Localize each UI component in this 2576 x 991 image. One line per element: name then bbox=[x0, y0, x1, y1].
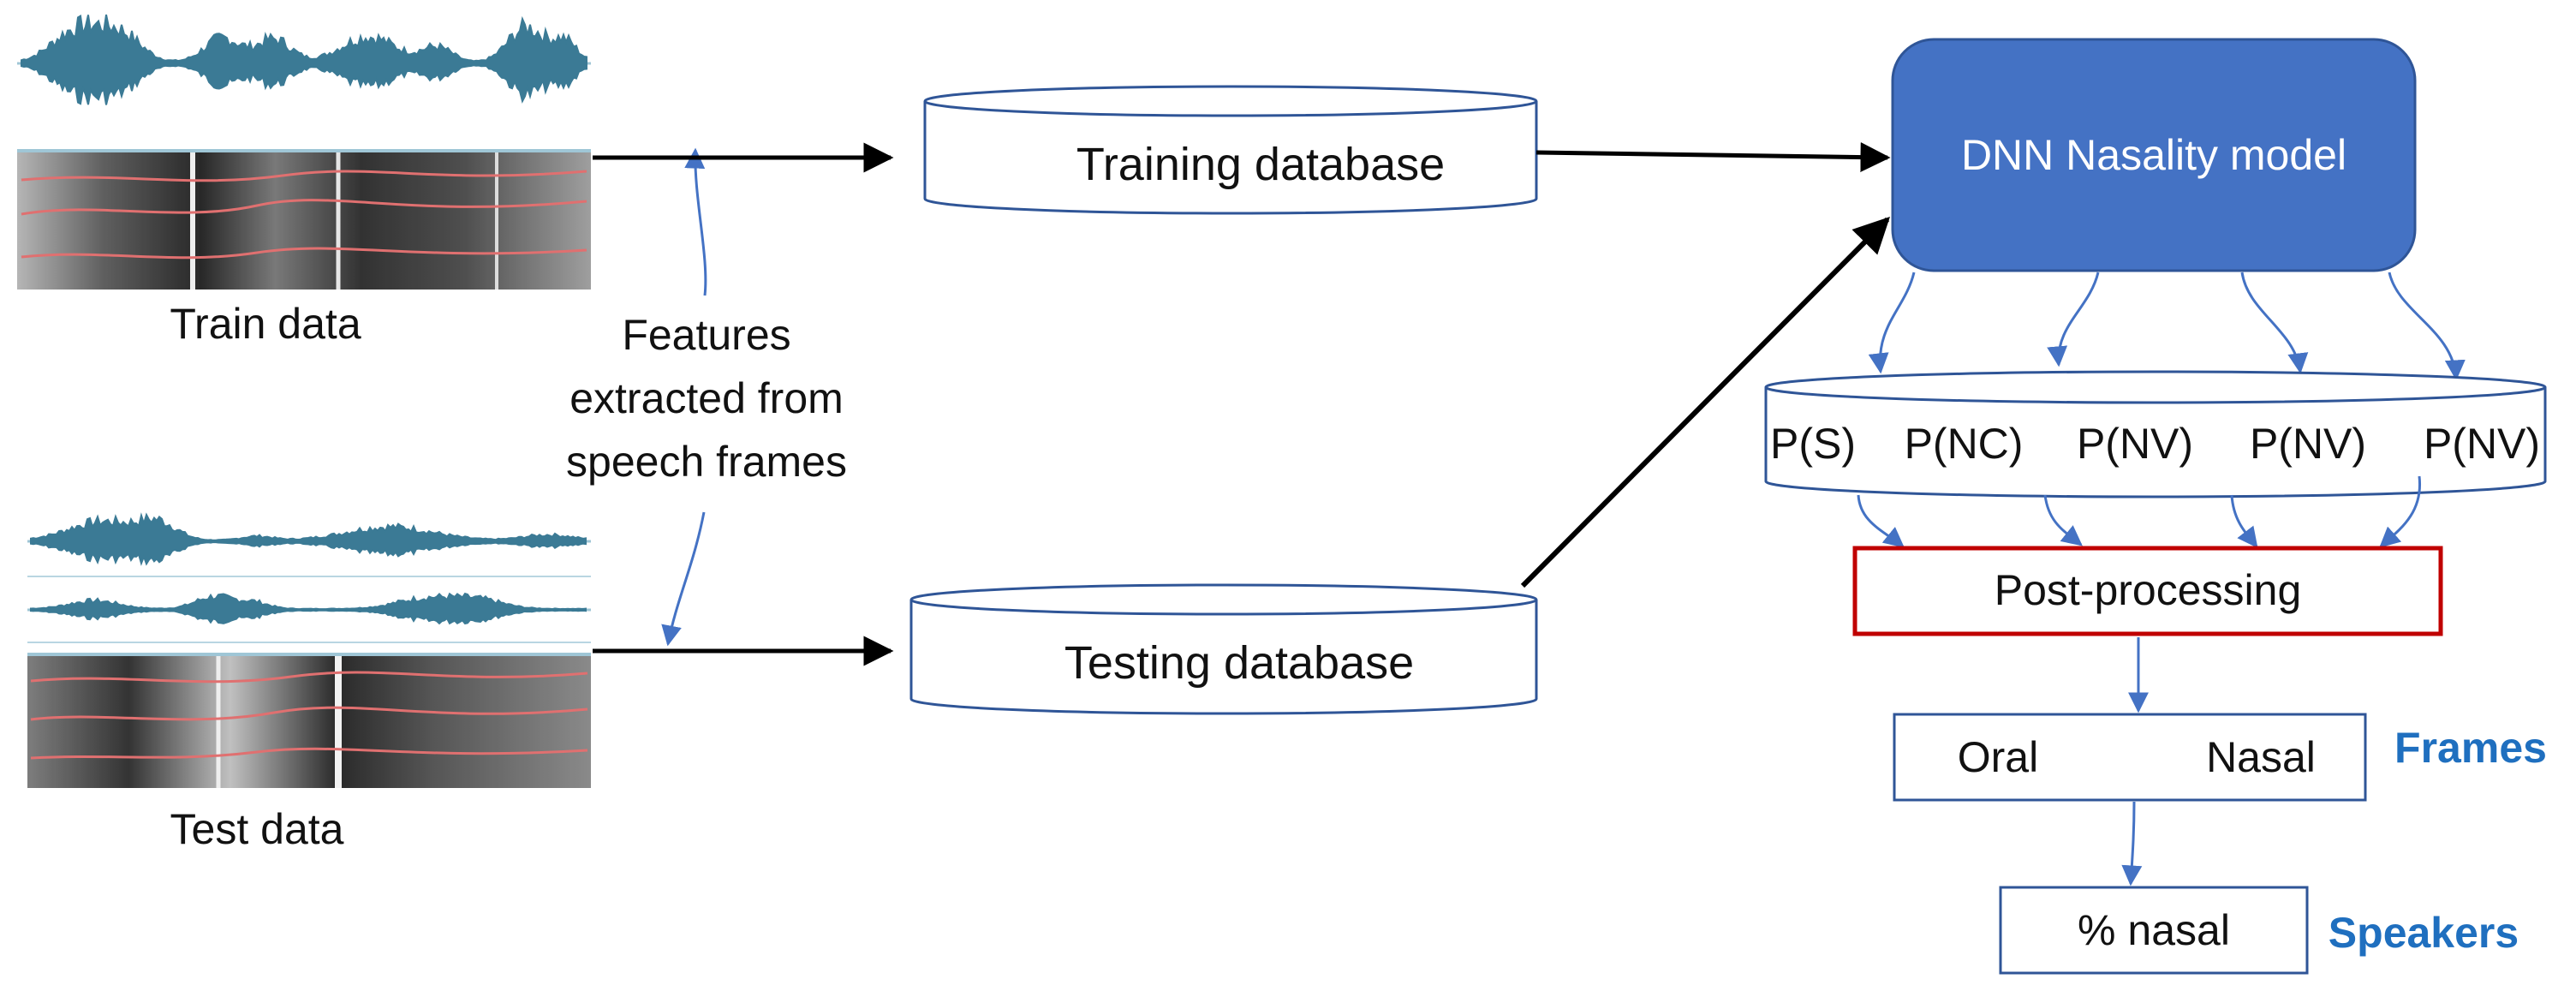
frames-tag: Frames bbox=[2394, 724, 2547, 772]
train-spectrogram bbox=[17, 149, 591, 290]
frames-to-speakers-arrow bbox=[2121, 801, 2143, 887]
post-processing-label: Post-processing bbox=[1995, 566, 2302, 614]
test-spectrogram bbox=[27, 653, 591, 788]
frames-box: Oral Nasal bbox=[1893, 713, 2367, 802]
train-waveform bbox=[17, 14, 591, 105]
features-arrow-up bbox=[684, 147, 707, 296]
dnn-nasality-model: DNN Nasality model bbox=[1891, 38, 2417, 272]
model-to-outputs-arrows bbox=[1868, 272, 2466, 381]
speakers-tag: Speakers bbox=[2329, 909, 2519, 957]
speakers-value-label: % nasal bbox=[2078, 906, 2230, 954]
testing-database: Testing database bbox=[909, 583, 1538, 715]
test-data-label: Test data bbox=[170, 805, 344, 853]
outputs-to-postprocessing-arrows bbox=[1857, 475, 2422, 548]
post-processing-box: Post-processing bbox=[1852, 546, 2443, 636]
output-prob-2: P(NC) bbox=[1905, 420, 2024, 468]
training-to-model-arrow bbox=[1535, 142, 1891, 173]
features-note: Features extracted from speech frames bbox=[566, 311, 847, 486]
training-database-label: Training database bbox=[1076, 139, 1445, 190]
training-database: Training database bbox=[923, 85, 1538, 215]
train-data-label: Train data bbox=[170, 300, 361, 348]
features-note-line-2: extracted from bbox=[569, 374, 844, 422]
output-prob-1: P(S) bbox=[1770, 420, 1856, 468]
features-arrow-down bbox=[661, 511, 706, 647]
output-prob-5: P(NV) bbox=[2424, 420, 2540, 468]
testing-database-label: Testing database bbox=[1064, 637, 1414, 689]
test-waveform bbox=[27, 512, 591, 643]
features-note-line-3: speech frames bbox=[566, 438, 847, 486]
features-note-line-1: Features bbox=[622, 311, 790, 359]
frames-nasal-label: Nasal bbox=[2206, 733, 2316, 781]
output-prob-3: P(NV) bbox=[2077, 420, 2193, 468]
outputs-cylinder: P(S) P(NC) P(NV) P(NV) P(NV) bbox=[1764, 370, 2547, 498]
testing-to-model-arrow bbox=[1520, 217, 1890, 588]
dnn-model-label: DNN Nasality model bbox=[1961, 131, 2346, 179]
frames-oral-label: Oral bbox=[1958, 733, 2038, 781]
speakers-box: % nasal bbox=[1999, 886, 2309, 975]
output-prob-4: P(NV) bbox=[2250, 420, 2366, 468]
